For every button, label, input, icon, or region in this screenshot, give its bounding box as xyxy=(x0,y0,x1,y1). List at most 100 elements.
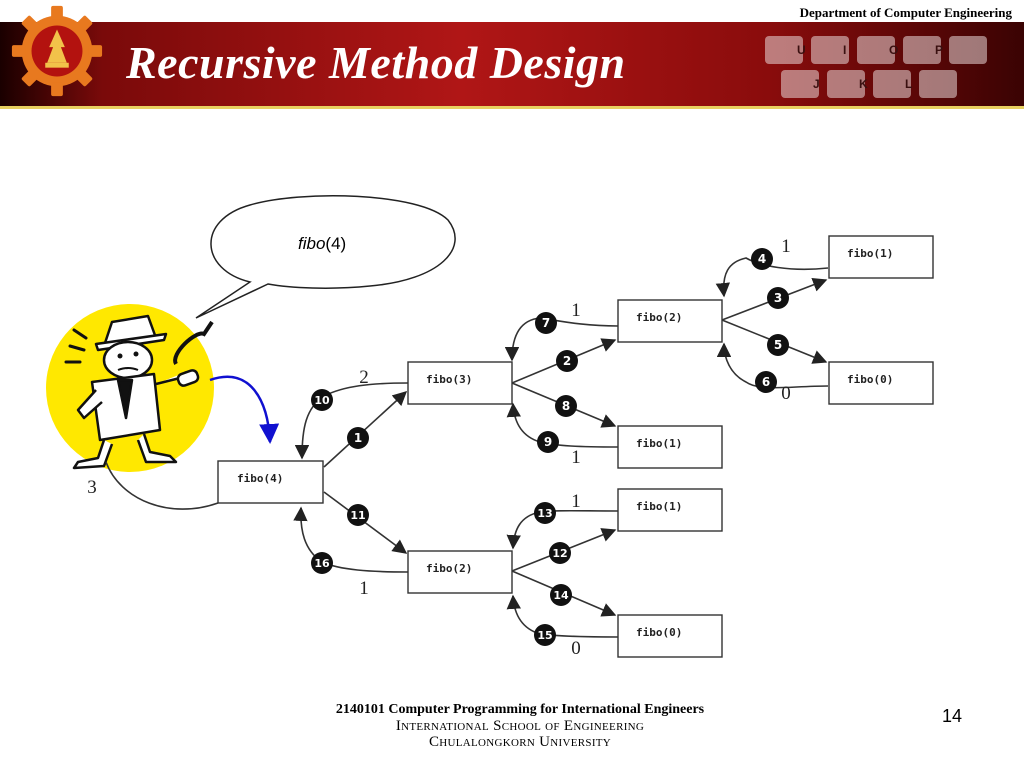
final-return-curve xyxy=(105,461,219,510)
node-label: fibo(1) xyxy=(636,500,682,513)
key-shape xyxy=(811,36,849,64)
key-letter: P xyxy=(935,43,943,57)
key-shape xyxy=(781,70,819,98)
step-circle xyxy=(755,371,777,393)
key-letter: J xyxy=(813,77,820,91)
return-value: 0 xyxy=(781,383,791,404)
key-shape xyxy=(827,70,865,98)
page-number: 14 xyxy=(941,706,962,726)
department-label: Department of Computer Engineering xyxy=(799,5,1012,20)
step-number: 10 xyxy=(314,394,330,407)
tie xyxy=(116,378,134,420)
key-shape xyxy=(857,36,895,64)
key-letter: K xyxy=(859,77,868,91)
return-value: 2 xyxy=(359,367,369,388)
head xyxy=(102,340,154,380)
step-number: 15 xyxy=(537,629,552,642)
node-fibo0-upper xyxy=(828,361,934,405)
keyboard-decoration: U I O P J K L xyxy=(765,36,987,98)
node-fibo1-lower xyxy=(617,488,723,532)
key-letter: I xyxy=(843,43,846,57)
return-edge xyxy=(506,509,619,550)
step-circle xyxy=(767,287,789,309)
step-number: 4 xyxy=(758,252,766,266)
step-number: 3 xyxy=(774,291,782,305)
call-edge xyxy=(323,391,408,468)
node-fibo2-lower xyxy=(407,550,513,594)
crown-base xyxy=(45,62,69,68)
crown-emblem xyxy=(47,29,67,63)
bubble-func: fibo xyxy=(298,234,325,253)
node-fibo0-lower xyxy=(617,614,723,658)
step-circle xyxy=(534,624,556,646)
svg-text:fibo(4): fibo(4) xyxy=(298,234,346,253)
step-number: 13 xyxy=(537,507,552,520)
right-leg xyxy=(136,433,178,464)
university-logo xyxy=(11,5,103,97)
banner-divider xyxy=(0,106,1024,109)
return-value: 1 xyxy=(571,300,581,321)
step-number: 2 xyxy=(563,354,571,368)
step-circle xyxy=(767,334,789,356)
step-circle xyxy=(550,584,572,606)
return-value: 1 xyxy=(781,236,791,257)
node-fibo3 xyxy=(407,361,513,405)
gear-teeth xyxy=(11,5,103,97)
key-shape xyxy=(949,36,987,64)
cartoon-character xyxy=(46,304,214,472)
mouth xyxy=(117,367,139,371)
step-circle xyxy=(311,389,333,411)
step-circle xyxy=(751,248,773,270)
step-number: 7 xyxy=(542,316,550,330)
step-circle xyxy=(534,502,556,524)
step-number: 6 xyxy=(762,375,770,389)
key-letter: L xyxy=(905,77,912,91)
node-fibo1-top xyxy=(828,235,934,279)
step-circle xyxy=(311,552,333,574)
surprise-lines xyxy=(64,328,88,364)
step-circle xyxy=(347,504,369,526)
step-number: 8 xyxy=(562,399,570,413)
key-shape xyxy=(903,36,941,64)
return-value: 0 xyxy=(571,638,581,659)
key-shape xyxy=(765,36,803,64)
step-number: 5 xyxy=(774,338,782,352)
key-letter: U xyxy=(797,43,806,57)
step-circle xyxy=(556,350,578,372)
key-shape xyxy=(873,70,911,98)
node-label: fibo(3) xyxy=(426,373,472,386)
return-value: 1 xyxy=(571,491,581,512)
step-circle xyxy=(549,542,571,564)
eye xyxy=(117,353,123,359)
node-fibo2-upper xyxy=(617,299,723,343)
return-value: 1 xyxy=(359,578,369,599)
speech-bubble: fibo(4) xyxy=(195,194,456,319)
return-edge xyxy=(716,342,829,389)
return-value: 3 xyxy=(87,477,97,498)
step-number: 11 xyxy=(350,509,365,522)
step-circle xyxy=(537,431,559,453)
page-title: Recursive Method Design xyxy=(126,37,626,88)
phone-icon xyxy=(173,320,214,387)
step-number: 12 xyxy=(552,547,567,560)
bubble-arg: (4) xyxy=(325,234,346,253)
return-edge xyxy=(715,257,829,298)
node-label: fibo(0) xyxy=(636,626,682,639)
step-number: 1 xyxy=(354,431,362,445)
node-label: fibo(2) xyxy=(636,311,682,324)
step-number: 16 xyxy=(314,557,330,570)
key-letter: O xyxy=(889,43,898,57)
school-name: International School of Engineering xyxy=(395,718,645,734)
step-number: 9 xyxy=(544,435,552,449)
node-label: fibo(0) xyxy=(847,373,893,386)
node-label: fibo(2) xyxy=(426,562,472,575)
course-title: 2140101 Computer Programming for Interna… xyxy=(335,702,705,717)
node-fibo1-mid xyxy=(617,425,723,469)
node-fibo4 xyxy=(217,460,324,504)
step-circle xyxy=(347,427,369,449)
university-name: Chulalongkorn University xyxy=(428,734,612,750)
eye xyxy=(133,351,139,357)
return-value: 1 xyxy=(571,447,581,468)
call-indicator-arrow xyxy=(209,375,280,444)
